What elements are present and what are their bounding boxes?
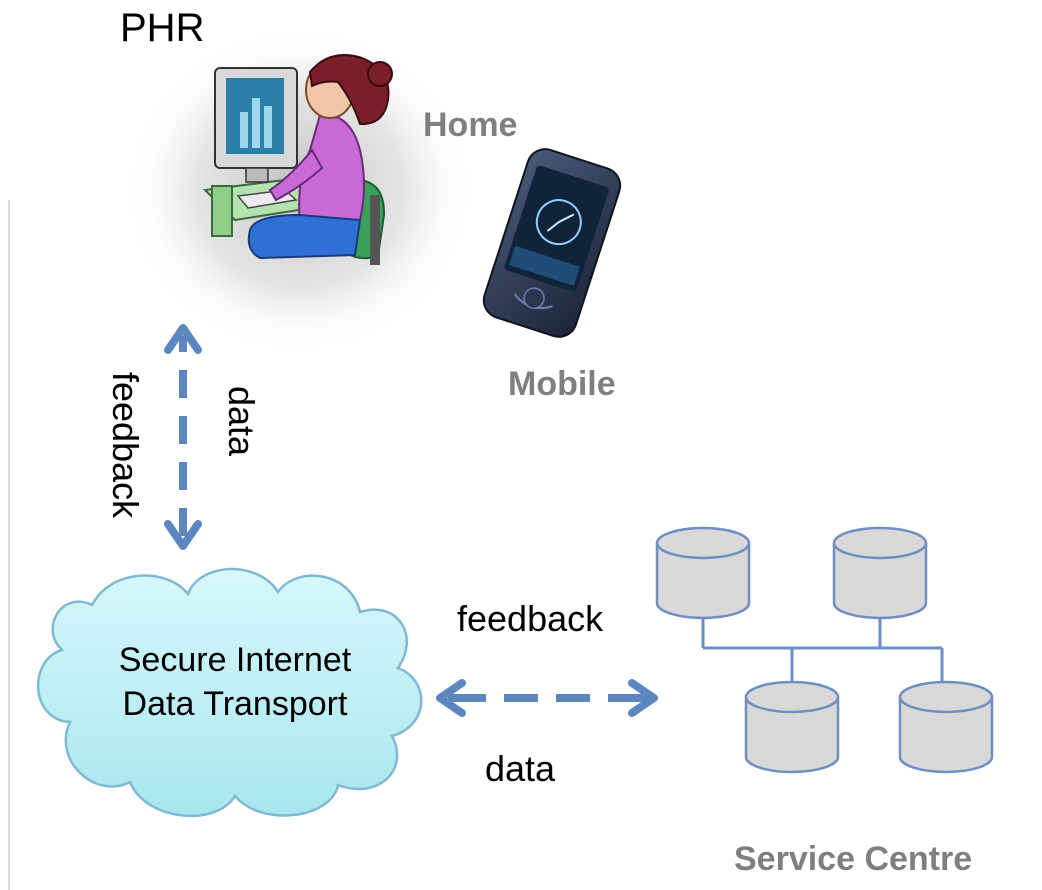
person-legs [247, 213, 362, 260]
left-divider [8, 200, 10, 890]
person-arm [268, 148, 324, 202]
network-lines [701, 618, 944, 682]
service-centre-label: Service Centre [734, 840, 973, 878]
horizontal-feedback-label: feedback [457, 598, 604, 639]
horizontal-data-label: data [485, 748, 556, 789]
cloud-label-line1: Secure Internet [118, 641, 352, 679]
desk-leg [211, 185, 233, 237]
database-network-icon [655, 526, 994, 774]
cloud-icon [37, 567, 423, 817]
database-icon [832, 526, 928, 620]
vertical-dashed-arrow [164, 324, 202, 550]
chair-post [370, 195, 380, 265]
mobile-label: Mobile [508, 365, 616, 403]
smartphone-icon [482, 148, 622, 338]
person-at-computer-icon [125, 25, 475, 355]
vertical-data-label: data [221, 386, 262, 457]
horizontal-dashed-arrow [436, 679, 658, 717]
diagram-title: PHR [120, 6, 205, 50]
database-icon [655, 526, 751, 620]
cloud-label: Secure Internet Data Transport [70, 638, 400, 726]
database-icon [898, 680, 994, 774]
cloud-label-line2: Data Transport [122, 685, 348, 723]
home-label: Home [423, 106, 518, 144]
database-icon [744, 680, 840, 774]
vertical-feedback-label: feedback [105, 372, 146, 519]
